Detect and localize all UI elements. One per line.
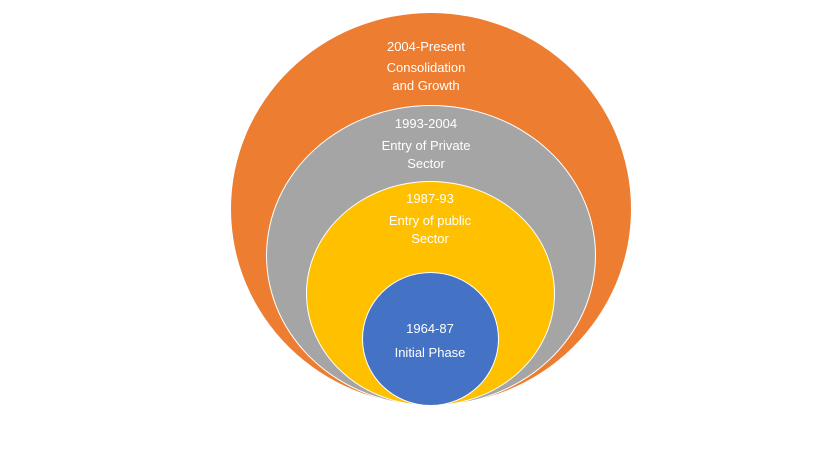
phase-description-label: Consolidation and Growth xyxy=(386,60,466,93)
phase-period-label: 1964-87 xyxy=(406,321,454,336)
phase-period-label: 2004-Present xyxy=(386,39,466,54)
phase-description-label: Initial Phase xyxy=(394,345,466,360)
phase-description-label: Entry of Private Sector xyxy=(381,138,471,171)
phase-circle-1964-87 xyxy=(362,272,499,406)
phase-period-label: 1993-2004 xyxy=(394,116,458,131)
phase-period-label: 1987-93 xyxy=(406,191,454,206)
phase-description-label: Entry of public Sector xyxy=(388,213,472,246)
